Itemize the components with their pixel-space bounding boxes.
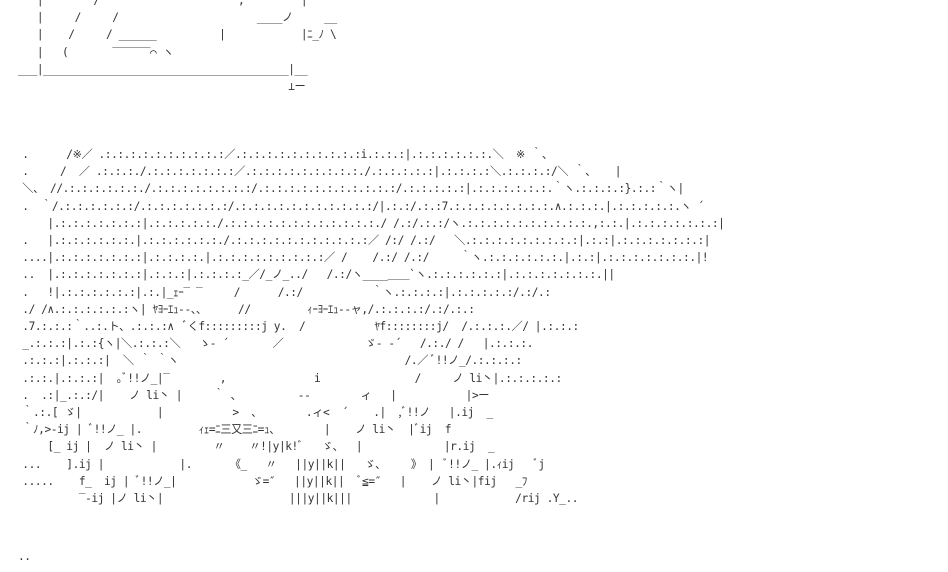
ascii-art-trailing-dots: ..	[18, 550, 31, 563]
ascii-art-character-face: . /※／ .:.:.:.:.:.:.:.:.:.:／.:.:.:.:.:.:.…	[22, 148, 725, 506]
ascii-art-top-fragment: | / , | | / / ____ノ __ | / / ______ | |ﾆ…	[18, 0, 337, 94]
